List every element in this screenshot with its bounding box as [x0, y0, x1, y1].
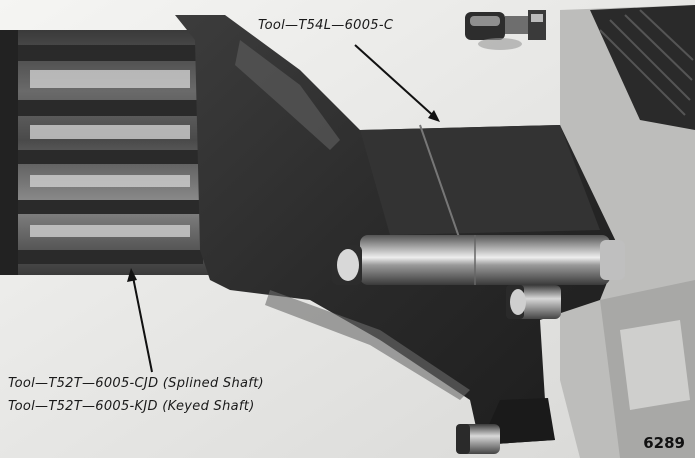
bracket-bolt-upper	[332, 245, 362, 285]
tool-sleeve	[360, 235, 625, 285]
loose-bolt	[465, 10, 546, 50]
bottom-bolt	[456, 424, 500, 454]
pointer-arrow-top	[354, 44, 440, 122]
splined-drum-tool	[0, 30, 210, 275]
pointer-arrow-bottom	[127, 268, 153, 373]
puller-bracket	[175, 15, 620, 445]
tool-label-keyed: Tool—T52T—6005-KJD (Keyed Shaft)	[8, 399, 255, 414]
transmission-housing	[560, 5, 695, 458]
tool-label-splined: Tool—T52T—6005-CJD (Splined Shaft)	[8, 376, 264, 391]
bracket-bolt-lower	[506, 285, 561, 319]
tool-label-top: Tool—T54L—6005-C	[258, 18, 394, 33]
figure-number: 6289	[643, 434, 685, 452]
